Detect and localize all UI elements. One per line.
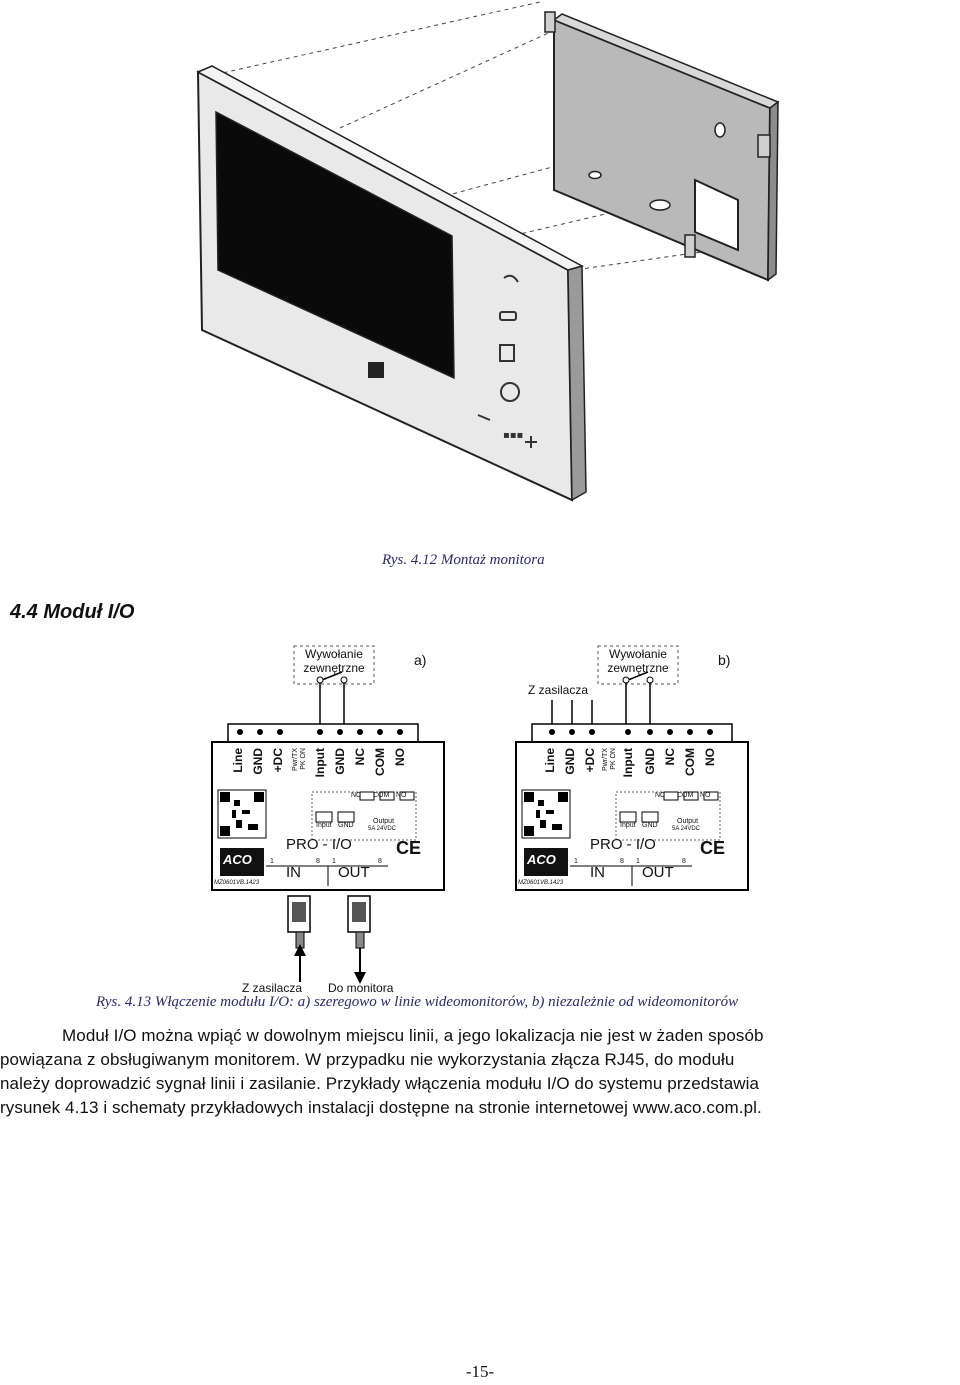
call-label-a-line1: Wywołanie: [305, 647, 363, 661]
terminal-no-b: NO: [703, 748, 717, 766]
paragraph-line-2: powiązana z obsługiwanym monitorem. W pr…: [0, 1050, 735, 1069]
monitor-label-a: Do monitora: [328, 981, 394, 995]
input-label-a: Input: [316, 822, 332, 829]
port-out-b: OUT: [642, 864, 674, 881]
model-label-b: MZ0601VB.1423: [518, 880, 564, 886]
relay-com-b: COM: [677, 792, 694, 799]
paragraph-line-4: rysunek 4.13 i schematy przykładowych in…: [0, 1098, 762, 1117]
pin-1-in-a: 1: [270, 858, 274, 865]
ce-mark-b: CE: [700, 838, 726, 858]
paragraph-line-1: Moduł I/O można wpiąć w dowolnym miejscu…: [62, 1026, 764, 1045]
port-in-a: IN: [286, 864, 301, 881]
terminal-com-a: COM: [373, 748, 387, 776]
figure-caption-monitor: Rys. 4.12 Montaż monitora: [382, 552, 545, 568]
port-in-b: IN: [590, 864, 605, 881]
output-label-b: Output: [677, 818, 699, 825]
paragraph-line-3: należy doprowadzić sygnał linii i zasila…: [0, 1074, 760, 1093]
pin-8-in-b: 8: [620, 858, 624, 865]
model-label-a: MZ0601VB.1423: [214, 880, 260, 886]
terminal-com-b: COM: [683, 748, 697, 776]
input-label-b: Input: [620, 822, 636, 829]
terminal-line-b: Line: [543, 748, 557, 773]
pin-1-out-b: 1: [636, 858, 640, 865]
jumper-label-b-2: PK ON: [610, 748, 617, 770]
pin-8-out-b: 8: [682, 858, 686, 865]
terminal-gnd-a: GND: [251, 748, 265, 775]
terminal-gnd2-b: GND: [643, 748, 657, 775]
relay-no-b: NO: [700, 792, 711, 799]
video-monitor: ▪▪▪: [196, 65, 587, 502]
call-label-b-line1: Wywołanie: [609, 647, 667, 661]
output-label-a: Output: [373, 818, 395, 825]
output-rating-a: 5A 24VDC: [368, 826, 397, 832]
jumper-label-a-2: PK ON: [300, 748, 307, 770]
jumper-label-b: Pwr/TX: [602, 748, 609, 771]
terminal-line-a: Line: [231, 748, 245, 773]
terminal-input-a: Input: [313, 748, 327, 778]
gnd-label-b: GND: [642, 822, 658, 829]
section-heading: 4.4 Moduł I/O: [10, 601, 135, 623]
io-module-diagram-b: Wywołanie zewnętrzne b) Z zasilacza Line…: [512, 640, 752, 900]
terminal-dc-a: +DC: [271, 748, 285, 773]
pin-1-in-b: 1: [574, 858, 578, 865]
terminal-gnd2-a: GND: [333, 748, 347, 775]
jumper-label-a: Pwr/TX: [292, 748, 299, 771]
terminal-input-b: Input: [621, 748, 635, 778]
terminal-no-a: NO: [393, 748, 407, 766]
relay-nc-b: NC: [655, 792, 666, 799]
figure-caption-io-module: Rys. 4.13 Włączenie modułu I/O: a) szere…: [96, 994, 739, 1010]
supply-label-a: Z zasilacza: [242, 981, 303, 995]
ce-mark-a: CE: [396, 838, 422, 858]
gnd-label-a: GND: [338, 822, 354, 829]
aco-logo-b: ACO: [527, 852, 556, 867]
page-number: -15-: [465, 1362, 495, 1381]
body-paragraph: Moduł I/O można wpiąć w dowolnym miejscu…: [0, 1024, 958, 1120]
port-out-a: OUT: [338, 864, 370, 881]
output-rating-b: 5A 24VDC: [672, 826, 701, 832]
pin-8-out-a: 8: [378, 858, 382, 865]
monitor-mounting-illustration: ▪▪▪: [196, 1, 780, 502]
pin-1-out-a: 1: [332, 858, 336, 865]
io-module-diagram-a: Wywołanie zewnętrzne a) Line GND +DC Pwr…: [208, 640, 448, 1000]
module-title-a: PRO - I/O: [286, 836, 352, 853]
call-label-b-line2: zewnętrzne: [607, 660, 669, 675]
terminal-dc-b: +DC: [583, 748, 597, 773]
svg-text:▪▪▪: ▪▪▪: [503, 430, 523, 441]
terminal-gnd-b: GND: [563, 748, 577, 775]
relay-nc-a: NC: [351, 792, 362, 799]
aco-logo-a: ACO: [223, 852, 252, 867]
module-title-b: PRO - I/O: [590, 836, 656, 853]
relay-com-a: COM: [373, 792, 390, 799]
mounting-plate: [544, 11, 780, 282]
terminal-nc-a: NC: [353, 748, 367, 766]
supply-label-b: Z zasilacza: [528, 683, 589, 697]
pin-8-in-a: 8: [316, 858, 320, 865]
terminal-nc-b: NC: [663, 748, 677, 766]
call-label-a-line2: zewnętrzne: [303, 660, 365, 675]
diagram-letter-a: a): [414, 652, 427, 668]
diagram-letter-b: b): [718, 652, 731, 668]
relay-no-a: NO: [396, 792, 407, 799]
